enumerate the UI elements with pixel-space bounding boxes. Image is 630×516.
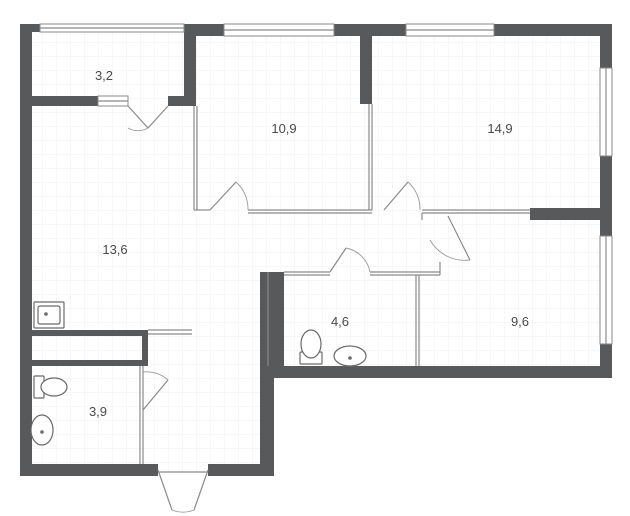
room-area-storage: 3,2	[95, 68, 113, 83]
kitchen-sink-icon	[33, 301, 65, 329]
interior-walls	[32, 24, 612, 366]
floor-area	[26, 30, 610, 472]
sink-icon	[30, 414, 54, 446]
room-area-bedroom-3: 9,6	[511, 314, 529, 329]
room-labels: 3,2 10,9 14,9 13,6 4,6 9,6 3,9	[89, 68, 529, 419]
room-area-bedroom-1: 10,9	[271, 121, 296, 136]
washbasin-icon	[333, 345, 367, 367]
room-area-wc: 3,9	[89, 404, 107, 419]
room-area-bathroom: 4,6	[331, 314, 349, 329]
room-area-living-kitchen: 13,6	[102, 242, 127, 257]
partitions	[139, 104, 530, 464]
toilet-icon	[33, 375, 68, 399]
windows	[39, 23, 613, 345]
room-area-bedroom-2: 14,9	[487, 121, 512, 136]
doors	[127, 105, 471, 513]
toilet-icon	[299, 329, 323, 365]
